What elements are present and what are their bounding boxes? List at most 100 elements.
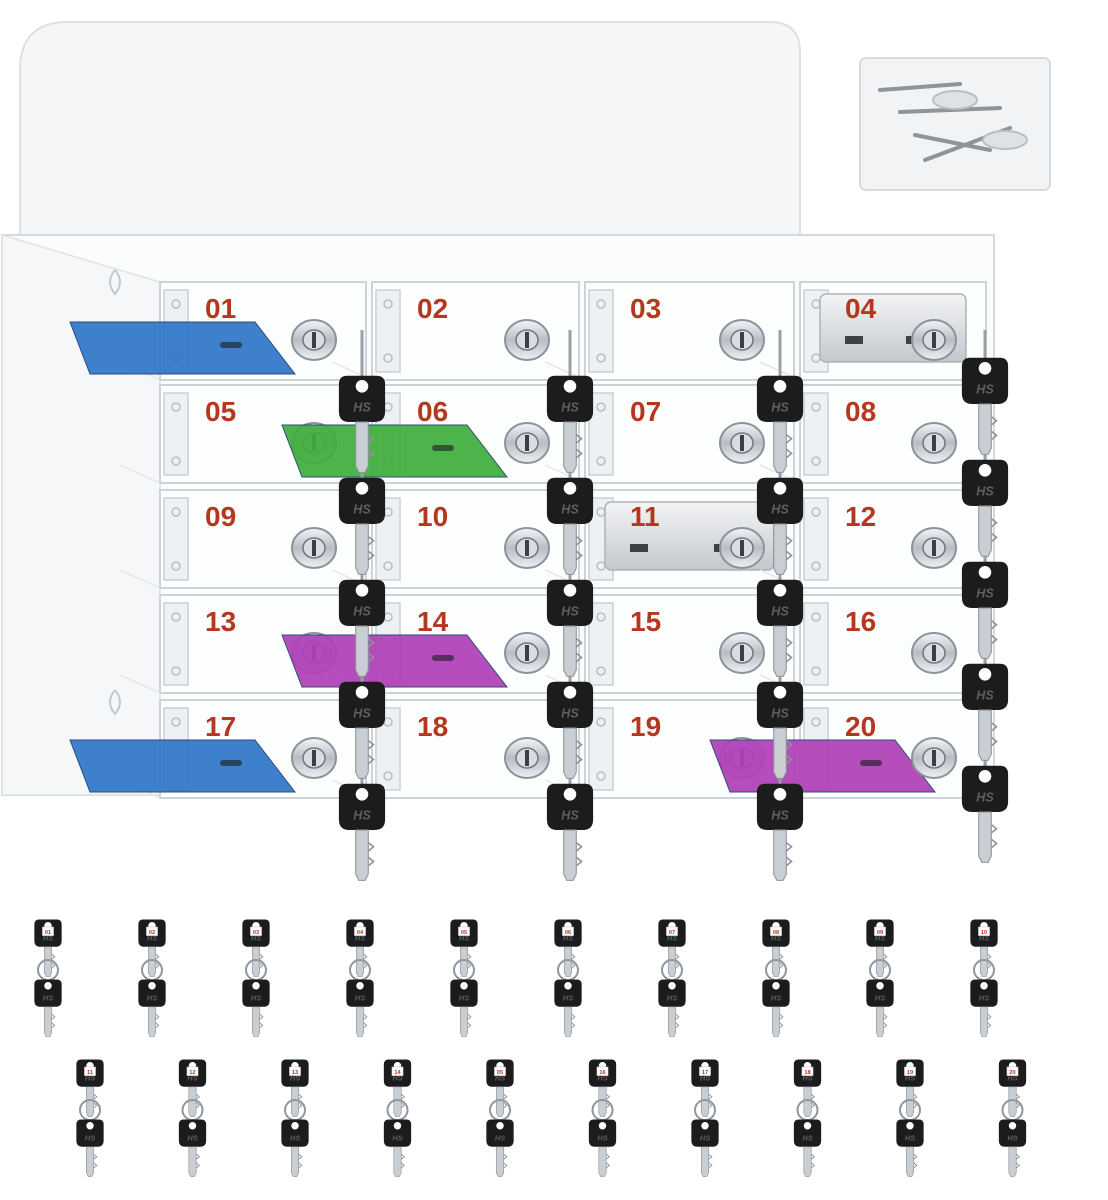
spare-key[interactable]: HS bbox=[970, 979, 998, 1037]
lock-icon[interactable] bbox=[291, 527, 337, 569]
compartment-09[interactable]: 09 bbox=[119, 489, 367, 589]
hanging-key[interactable]: HS bbox=[338, 477, 386, 575]
spare-key[interactable]: HS bbox=[178, 1119, 207, 1177]
spare-key[interactable]: HS bbox=[383, 1119, 412, 1177]
lock-icon[interactable] bbox=[719, 527, 765, 569]
hanging-key[interactable]: HS bbox=[338, 681, 386, 779]
hanging-key[interactable]: HS bbox=[338, 375, 386, 473]
compartment-08[interactable]: 08 bbox=[759, 384, 987, 484]
hanging-key[interactable]: HS bbox=[546, 783, 594, 881]
lock-icon[interactable] bbox=[719, 319, 765, 361]
spare-key[interactable]: HS bbox=[998, 1119, 1027, 1177]
compartment-03[interactable]: 03 bbox=[544, 281, 795, 381]
spare-key[interactable]: HS bbox=[896, 1119, 924, 1177]
spare-key[interactable]: HS bbox=[450, 979, 478, 1037]
lock-icon[interactable] bbox=[911, 632, 957, 674]
compartment-14[interactable]: 14 bbox=[281, 594, 580, 694]
lock-icon[interactable] bbox=[911, 737, 957, 779]
spare-key[interactable]: HS bbox=[138, 979, 166, 1037]
hanging-key[interactable]: HS bbox=[338, 783, 386, 881]
lock-icon[interactable] bbox=[504, 422, 550, 464]
spare-key[interactable]: HS bbox=[762, 979, 790, 1037]
compartment-04[interactable]: 04 bbox=[759, 281, 987, 381]
spare-key[interactable]: HS bbox=[658, 979, 686, 1037]
hanging-key[interactable]: HS bbox=[961, 459, 1009, 557]
hanging-key[interactable]: HS bbox=[756, 477, 804, 575]
hanging-key[interactable]: HS bbox=[756, 579, 804, 677]
lock-icon[interactable] bbox=[291, 737, 337, 779]
hanging-key[interactable]: HS bbox=[756, 681, 804, 779]
compartment-02[interactable]: 02 bbox=[331, 281, 580, 381]
compartment-20[interactable]: 20 bbox=[709, 699, 987, 799]
spare-key[interactable]: HS bbox=[691, 1119, 719, 1177]
lock-icon[interactable] bbox=[911, 422, 957, 464]
lock-icon[interactable] bbox=[504, 632, 550, 674]
spare-key[interactable]: HS bbox=[793, 1119, 822, 1177]
compartment-11[interactable]: 11 bbox=[544, 489, 795, 589]
hanging-key[interactable]: HS bbox=[338, 579, 386, 677]
hanging-key[interactable]: HS bbox=[546, 477, 594, 575]
spare-key[interactable]: HS bbox=[554, 979, 582, 1037]
lock-icon[interactable] bbox=[911, 527, 957, 569]
spare-key[interactable]: HS bbox=[281, 1119, 309, 1177]
compartment-16[interactable]: 16 bbox=[759, 594, 987, 694]
lock-icon[interactable] bbox=[504, 737, 550, 779]
compartment-06[interactable]: 06 bbox=[281, 384, 580, 484]
hanging-key[interactable]: HS bbox=[961, 765, 1009, 863]
spare-key[interactable]: HS bbox=[34, 979, 62, 1037]
hanging-key[interactable]: HS bbox=[546, 681, 594, 779]
hanging-key[interactable]: HS bbox=[961, 663, 1009, 761]
spare-key[interactable]: HS bbox=[486, 1119, 514, 1177]
lock-icon[interactable] bbox=[291, 319, 337, 361]
lock-icon[interactable] bbox=[911, 319, 957, 361]
hanging-key[interactable]: HS bbox=[756, 375, 804, 473]
lock-icon[interactable] bbox=[504, 527, 550, 569]
spare-key[interactable]: HS bbox=[242, 979, 270, 1037]
spare-key[interactable]: HS bbox=[346, 979, 374, 1037]
hanging-key[interactable]: HS bbox=[961, 357, 1009, 455]
compartment-18[interactable]: 18 bbox=[331, 699, 580, 799]
hanging-key[interactable]: HS bbox=[546, 579, 594, 677]
spare-key[interactable]: HS bbox=[76, 1119, 104, 1177]
spare-key[interactable]: HS bbox=[866, 979, 894, 1037]
